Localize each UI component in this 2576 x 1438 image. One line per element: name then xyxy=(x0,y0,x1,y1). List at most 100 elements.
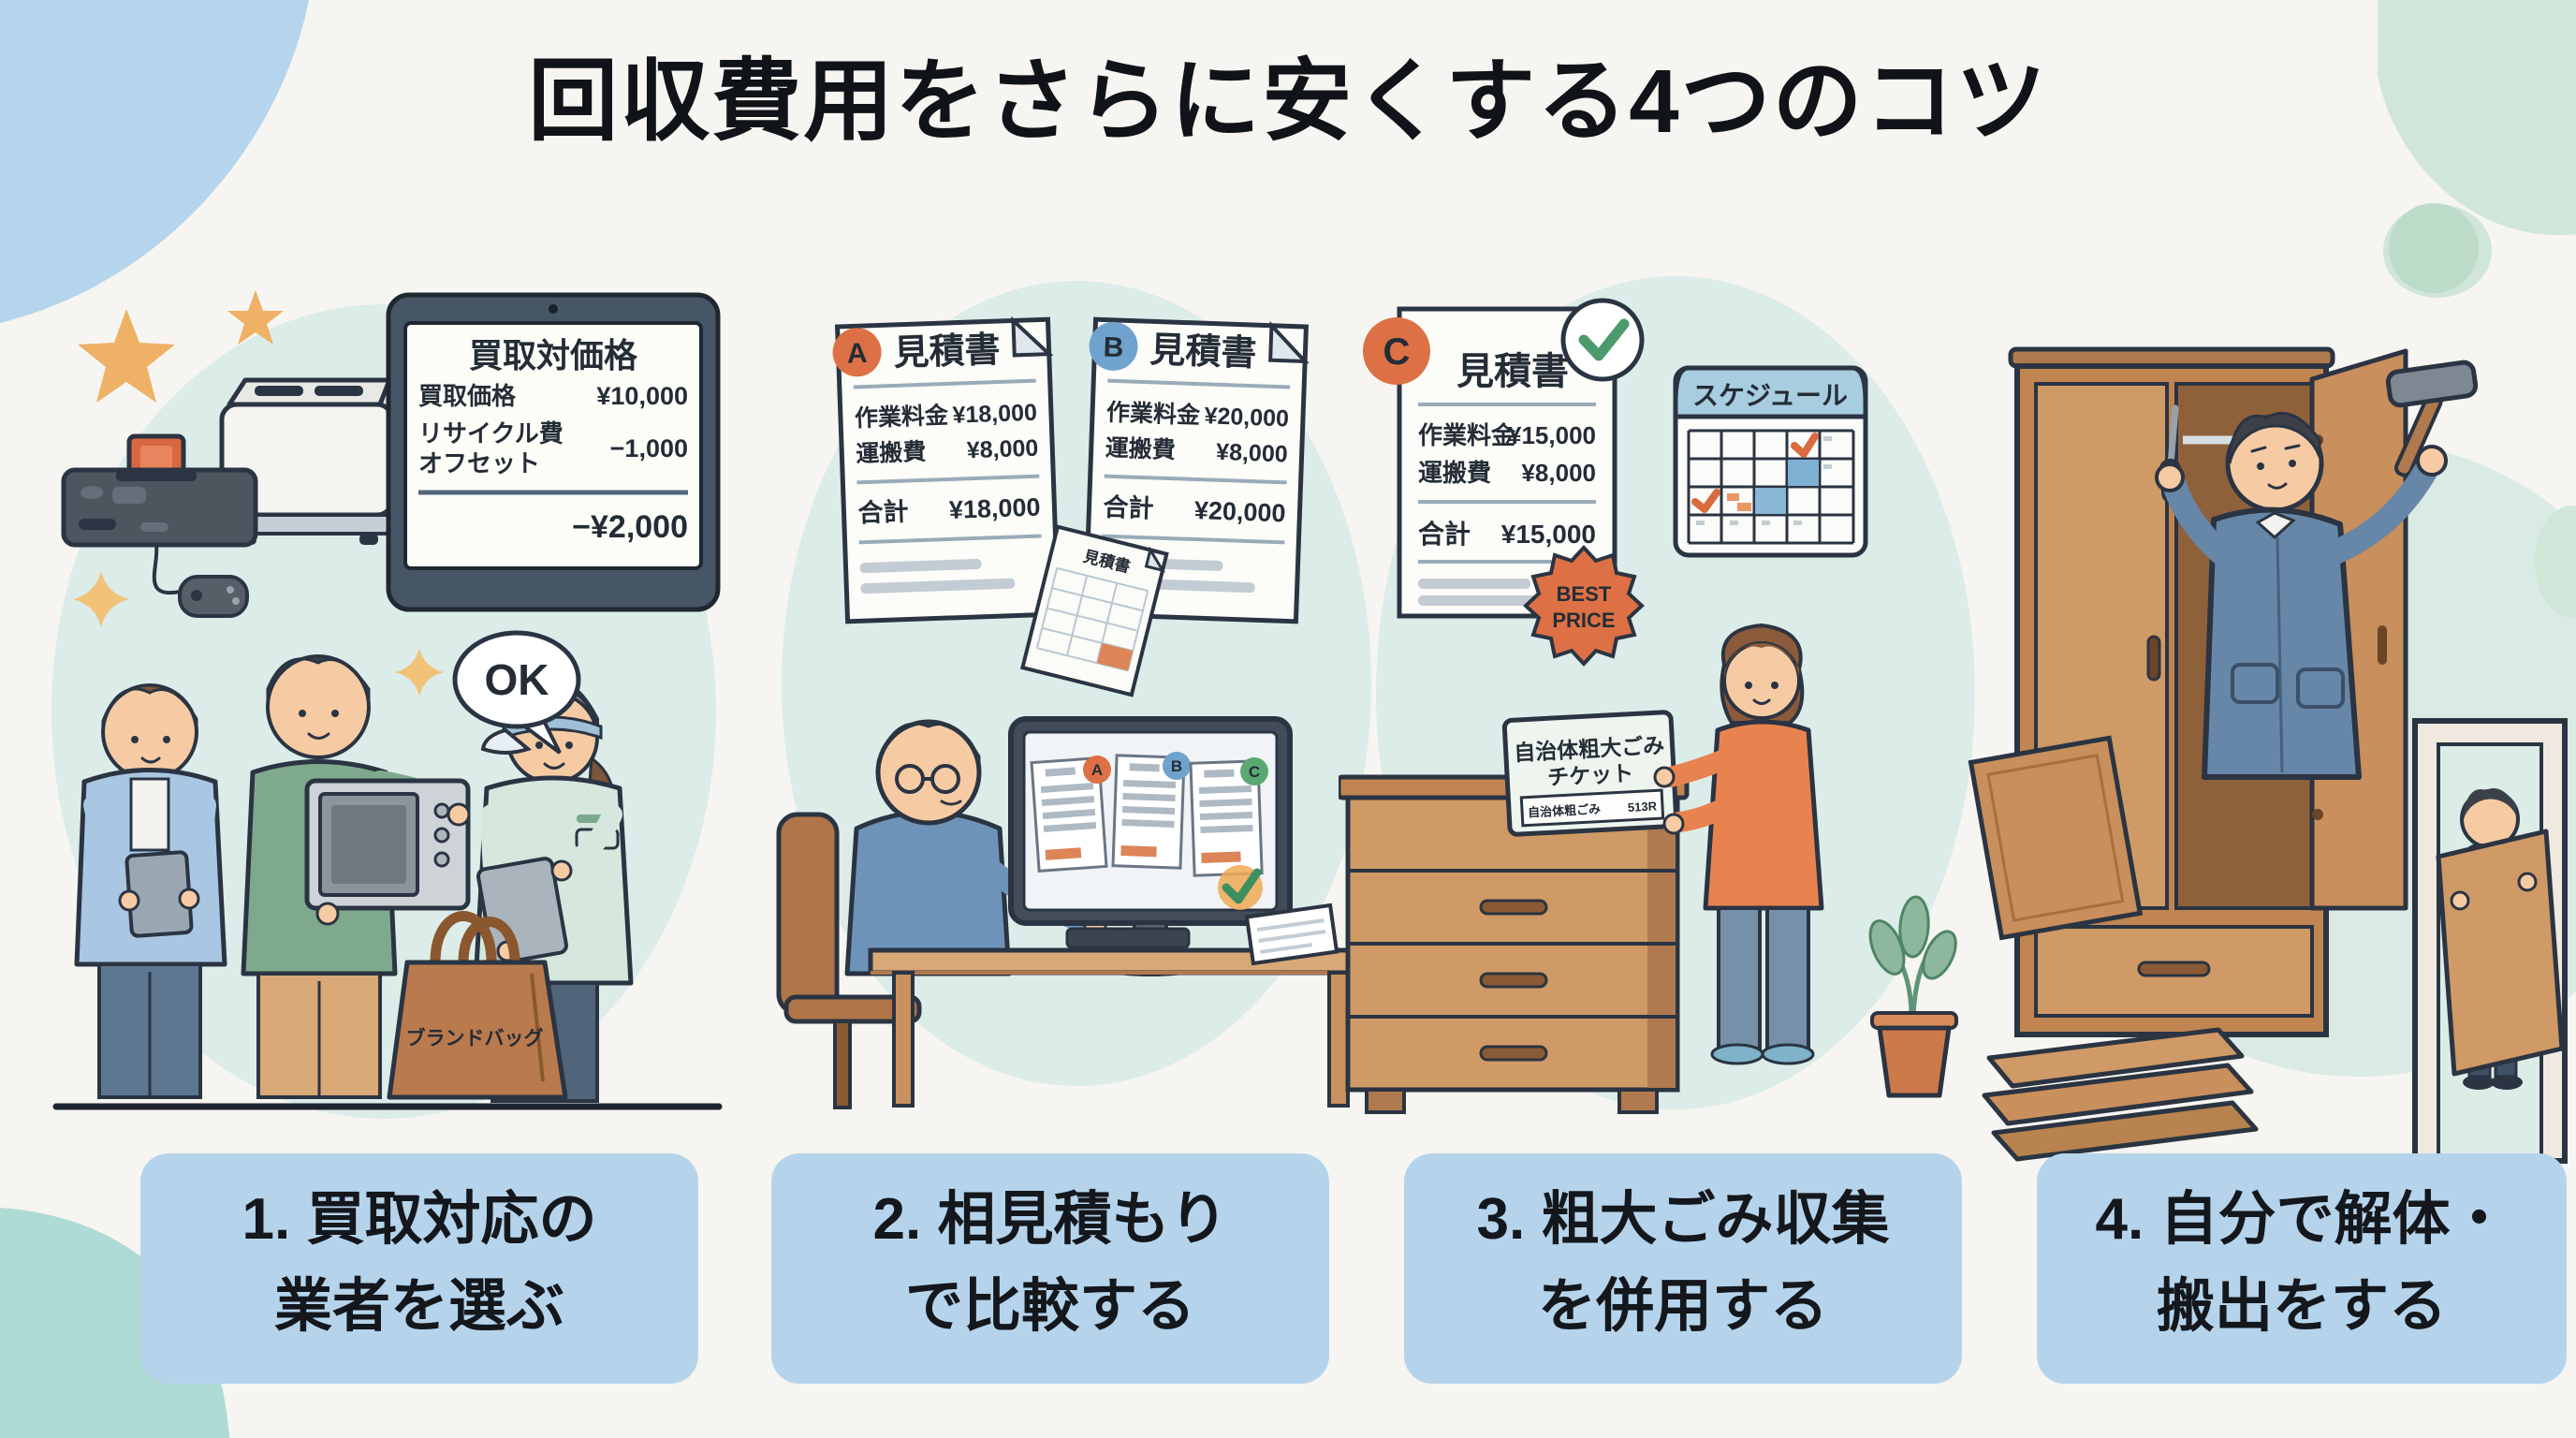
green-side-blob xyxy=(2535,506,2576,618)
calendar-title: スケジュール xyxy=(1692,381,1848,410)
tablet-table-title: 買取対価格 xyxy=(469,336,638,374)
tip-1-line1: 1. 買取対応の xyxy=(242,1187,597,1252)
screen-doc-c xyxy=(1189,759,1264,877)
best-price-line1: BEST xyxy=(1557,582,1612,606)
buyback-price-tablet: 買取対価格 買取価格 ¥10,000 リサイクル費 オフセット −1,000 −… xyxy=(386,292,721,612)
tip-4-caption: 4. 自分で解体・ 搬出をする xyxy=(2037,1153,2567,1384)
panel2-compare-scene: A 見積書 作業料金 ¥18,000 運搬費 ¥8,000 合計 ¥18,000… xyxy=(776,281,1385,1109)
quote-a-badge-letter: A xyxy=(846,338,868,370)
panel1-buyback-scene: 買取対価格 買取価格 ¥10,000 リサイクル費 オフセット −1,000 −… xyxy=(51,290,723,1119)
quote-b-row1-value: ¥20,000 xyxy=(1204,403,1289,432)
panel3-bulky-garbage-scene: C 見積書 作業料金 ¥15,000 運搬費 ¥8,000 合計 ¥15,000… xyxy=(1339,276,1975,1114)
worker-with-tools xyxy=(2155,360,2479,780)
tablet-row2-label-line1: リサイクル費 xyxy=(418,419,564,448)
ok-label: OK xyxy=(485,655,549,704)
quote-a-row1-value: ¥18,000 xyxy=(952,400,1037,429)
screen-badge-c-letter: C xyxy=(1249,763,1260,781)
quote-b-badge xyxy=(1089,321,1138,371)
quote-c-total-value: ¥15,000 xyxy=(1501,520,1596,549)
brand-bag-illustration: ブランドバッグ xyxy=(387,911,568,1100)
star-icon xyxy=(78,290,284,403)
customer-woman-illustration xyxy=(74,683,227,1099)
flat-panels-stack xyxy=(1968,735,2259,1162)
tip-3-caption: 3. 粗大ごみ収集 を併用する xyxy=(1404,1153,1962,1384)
tip-1-line2: 業者を選ぶ xyxy=(273,1274,564,1339)
doorway-helper xyxy=(2412,718,2568,1164)
quote-c-total-label: 合計 xyxy=(1418,519,1471,549)
papers-on-desk xyxy=(1244,902,1339,966)
top-left-blue-blob xyxy=(0,0,309,323)
bag-label: ブランドバッグ xyxy=(406,1027,544,1049)
calendar-check-icon xyxy=(1691,489,1720,513)
ok-speech-bubble: OK xyxy=(452,630,581,755)
best-price-badge: BEST PRICE xyxy=(1523,545,1645,667)
quote-b-title: 見積書 xyxy=(1149,330,1257,374)
quote-b-total-value: ¥20,000 xyxy=(1193,496,1286,527)
quote-a-total-label: 合計 xyxy=(857,496,909,527)
potted-plant-illustration xyxy=(1868,895,1958,1098)
dog-ear-icon xyxy=(1011,315,1054,358)
best-price-line2: PRICE xyxy=(1552,609,1615,632)
tablet-row1-label: 買取価格 xyxy=(418,382,517,410)
tablet-row2-label-line2: オフセット xyxy=(418,449,540,477)
desk-illustration xyxy=(868,902,1385,1108)
screen-check-icon xyxy=(1222,868,1262,904)
dog-ear-icon xyxy=(1268,320,1310,364)
quote-a-total-value: ¥18,000 xyxy=(948,493,1041,524)
quote-c-title: 見積書 xyxy=(1456,351,1569,392)
ticket-line2: チケット xyxy=(1547,761,1634,790)
quote-c-row2-label: 運搬費 xyxy=(1418,459,1491,487)
tablet-camera-dot xyxy=(549,304,558,314)
quote-a-row2-label: 運搬費 xyxy=(856,438,927,468)
screen-doc-a xyxy=(1030,756,1108,873)
quote-a-title: 見積書 xyxy=(893,330,1001,374)
screen-badge-a xyxy=(1083,756,1111,784)
tablet-row1-value: ¥10,000 xyxy=(596,382,688,410)
quote-b-row2-label: 運搬費 xyxy=(1105,434,1176,464)
tip-2-caption: 2. 相見積もり で比較する xyxy=(771,1153,1329,1384)
sparkle-icon xyxy=(73,571,444,697)
quote-c-row1-value: ¥15,000 xyxy=(1508,421,1596,449)
screen-badge-b xyxy=(1163,752,1191,780)
screen-badge-b-letter: B xyxy=(1171,757,1182,775)
municipal-garbage-ticket: 自治体粗大ごみ チケット 自治体粗ごみ 513R xyxy=(1501,710,1679,837)
woman-applying-ticket xyxy=(1653,623,1824,1065)
quote-c-badge-letter: C xyxy=(1383,331,1411,373)
tip-3-line1: 3. 粗大ごみ収集 xyxy=(1476,1187,1890,1252)
carried-panel xyxy=(2436,829,2565,1077)
microwave-illustration xyxy=(304,778,471,911)
tip-2-line2: で比較する xyxy=(904,1274,1195,1339)
tip-4-line2: 搬出をする xyxy=(2156,1274,2447,1339)
ticket-sub-code: 513R xyxy=(1628,799,1658,814)
quote-b-total-label: 合計 xyxy=(1103,492,1154,523)
tablet-row2-value: −1,000 xyxy=(610,434,688,462)
customer-man-illustration xyxy=(241,654,471,1099)
panel4-disassembly-scene xyxy=(1968,203,2576,1164)
ticket-sub-label: 自治体粗ごみ xyxy=(1528,801,1602,819)
tip-1-caption: 1. 買取対応の 業者を選ぶ xyxy=(140,1153,698,1384)
tablet-total-value: −¥2,000 xyxy=(572,509,688,545)
mini-quote-document: 見積書 xyxy=(1020,524,1169,697)
quote-c-row1-label: 作業料金 xyxy=(1418,421,1516,449)
quote-b-badge-letter: B xyxy=(1103,331,1124,363)
top-right-green-blob xyxy=(2378,0,2576,236)
quote-a-row2-value: ¥8,000 xyxy=(966,435,1038,464)
screen-doc-b xyxy=(1111,754,1186,870)
quote-a-document: A 見積書 作業料金 ¥18,000 運搬費 ¥8,000 合計 ¥18,000 xyxy=(832,315,1061,624)
hammer-icon xyxy=(2385,360,2479,477)
dog-ear-icon xyxy=(1144,546,1166,573)
chair-illustration xyxy=(776,812,922,1109)
tip-2-line1: 2. 相見積もり xyxy=(872,1187,1228,1252)
quote-b-row1-label: 作業料金 xyxy=(1106,399,1202,430)
quote-a-row1-label: 作業料金 xyxy=(855,402,950,433)
tip-4-line1: 4. 自分で解体・ xyxy=(2095,1187,2509,1252)
quote-c-badge xyxy=(1363,317,1430,385)
page-title: 回収費用をさらに安くする4つのコツ xyxy=(528,51,2048,152)
quote-b-row2-value: ¥8,000 xyxy=(1216,439,1288,468)
tip-3-line2: を併用する xyxy=(1537,1274,1828,1339)
approved-check-icon xyxy=(1578,318,1630,361)
quote-c-row2-value: ¥8,000 xyxy=(1521,459,1596,487)
schedule-calendar: スケジュール xyxy=(1673,365,1868,558)
